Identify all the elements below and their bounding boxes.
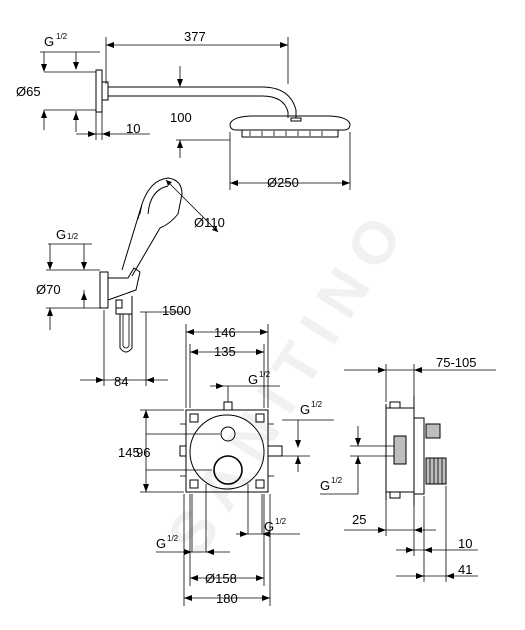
head-shower-view: G 1/2 Ø65 377 100 10 — [16, 29, 351, 190]
install-depth-label: 75-105 — [436, 355, 476, 370]
thread-fraction-hand: 1/2 — [67, 232, 79, 241]
flange-collar — [101, 81, 109, 101]
nozzle-row — [249, 131, 323, 136]
thread-fraction-bottom-right: 1/2 — [275, 517, 287, 526]
side-upper-knob — [425, 423, 441, 439]
hand-shower-view: Ø110 G 1/2 Ø70 1500 84 — [36, 177, 225, 389]
hose — [119, 314, 133, 353]
plate-offset-label: 25 — [352, 512, 366, 527]
side-lower-knob — [425, 457, 447, 485]
side-plate — [413, 417, 425, 495]
thread-label-right: G — [300, 402, 310, 417]
right-connector — [267, 445, 283, 457]
thread-fraction-head: 1/2 — [56, 32, 68, 41]
arm-length-label: 377 — [184, 29, 206, 44]
flange-diameter-label: Ø65 — [16, 84, 41, 99]
wall-flange — [95, 69, 103, 113]
knob-projection-label: 41 — [458, 562, 472, 577]
thread-fraction-top: 1/2 — [259, 370, 271, 379]
watermark-text: SANITINO — [154, 193, 422, 567]
box-height-label: 145 — [118, 445, 140, 460]
plate-width-label: 180 — [216, 591, 238, 606]
wall-offset-label: 10 — [126, 121, 140, 136]
rosette-diameter-label: Ø158 — [205, 571, 237, 586]
hand-diameter-label: Ø110 — [194, 215, 225, 230]
thread-fraction-side: 1/2 — [331, 476, 343, 485]
shower-head — [229, 115, 351, 131]
thread-fraction-right: 1/2 — [311, 400, 323, 409]
thread-label-bottom-right: G — [264, 519, 274, 534]
thread-label-side: G — [320, 478, 330, 493]
thread-fraction-bottom-left: 1/2 — [167, 534, 179, 543]
hose-holder — [107, 267, 141, 301]
box-inner-width-label: 135 — [214, 344, 236, 359]
plate-thickness-label: 10 — [458, 536, 472, 551]
hand-shower — [121, 177, 183, 277]
arm-drop-label: 100 — [170, 110, 192, 125]
rosette — [189, 414, 265, 490]
head-diameter-label: Ø250 — [267, 175, 299, 190]
thread-label-head: G — [44, 34, 54, 49]
box-width-label: 146 — [214, 325, 236, 340]
outlet-projection-label: 84 — [114, 374, 128, 389]
hose-length-label: 1500 — [162, 303, 191, 318]
box-inner-height-label: 96 — [136, 445, 150, 460]
thread-label-bottom-left: G — [156, 536, 166, 551]
watermark: SANITINO — [154, 193, 422, 567]
mixer-front-view: 146 135 G 1/2 G 1/2 145 96 G — [118, 324, 334, 606]
upper-knob — [220, 426, 236, 442]
thread-label-top: G — [248, 372, 258, 387]
wall-outlet — [99, 271, 109, 309]
left-connector — [179, 445, 187, 457]
lower-knob — [213, 455, 243, 485]
outlet-diameter-label: Ø70 — [36, 282, 61, 297]
shower-arm — [108, 86, 297, 118]
mixer-side-view: 75-105 G 1/2 25 10 41 — [320, 355, 496, 582]
thread-label-hand: G — [56, 227, 66, 242]
